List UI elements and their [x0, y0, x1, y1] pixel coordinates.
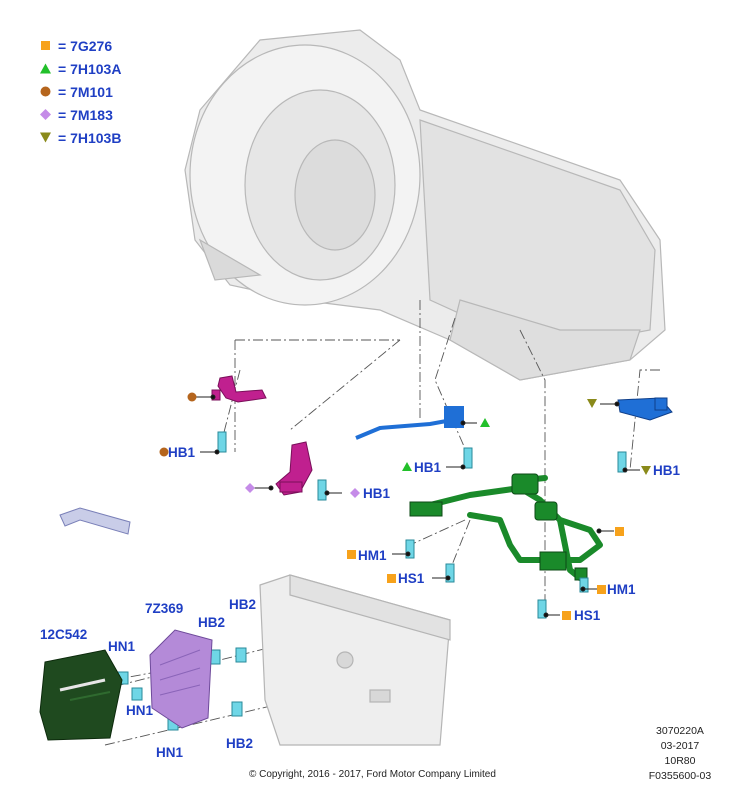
- bolts: [117, 431, 627, 731]
- callout-hs1: HS1: [398, 571, 425, 586]
- legend-label: = 7G276: [58, 37, 113, 54]
- square-marker-7g276: [597, 585, 606, 594]
- figure-number: F0355600-03: [648, 770, 712, 782]
- legend-item: = 7M101: [38, 80, 121, 103]
- vehicle-frame-rail: [259, 574, 451, 746]
- callout-hm1: HM1: [607, 582, 636, 597]
- callout-hn1: HN1: [156, 745, 184, 760]
- copyright-notice: © Copyright, 2016 - 2017, Ford Motor Com…: [249, 769, 496, 780]
- triangle-marker-7h103a: [480, 418, 490, 427]
- green-harness-connectors: [409, 473, 588, 581]
- diamond-marker-7m183: [245, 483, 255, 493]
- figure-date: 03-2017: [660, 740, 700, 752]
- bracket-7z369: [149, 629, 213, 729]
- blue-sensor-center: [355, 406, 464, 440]
- legend-item: = 7H103B: [38, 126, 121, 149]
- callout-hs1: HS1: [574, 608, 601, 623]
- legend-label: = 7M183: [58, 106, 113, 123]
- circle-icon: [40, 86, 51, 96]
- magenta-sensor-center: [275, 441, 313, 496]
- callout-markers: [159, 392, 651, 620]
- legend-label: = 7H103A: [58, 60, 122, 77]
- square-marker-7g276: [562, 611, 571, 620]
- callout-hb1: HB1: [653, 463, 681, 478]
- diamond-marker-7m183: [350, 488, 360, 498]
- triangle-down-icon: [40, 132, 51, 142]
- legend-label: = 7H103B: [58, 129, 122, 146]
- legend-item: = 7H103A: [38, 57, 121, 80]
- legend-item: = 7M183: [38, 103, 121, 126]
- square-marker-7g276: [615, 527, 624, 536]
- diamond-icon: [40, 108, 51, 120]
- callout-hm1: HM1: [358, 548, 387, 563]
- direction-arrow: [59, 507, 131, 535]
- legend-item: = 7G276: [38, 34, 121, 57]
- callout-hb2: HB2: [198, 615, 226, 630]
- transmission-housing: [184, 29, 666, 381]
- callout-hb1: HB1: [414, 460, 442, 475]
- triangle-down-marker-7h103b: [587, 399, 597, 408]
- callout-hn1: HN1: [108, 639, 136, 654]
- callout-12c542: 12C542: [40, 627, 88, 642]
- triangle-marker-7h103a: [402, 462, 412, 471]
- square-icon: [41, 40, 50, 50]
- circle-marker-7m101: [187, 392, 197, 402]
- figure-model: 10R80: [664, 755, 696, 767]
- triangle-up-icon: [40, 63, 51, 73]
- legend-label: = 7M101: [58, 83, 113, 100]
- blue-sensor-right: [617, 397, 673, 421]
- callout-hb2: HB2: [226, 736, 254, 751]
- module-12c542: [39, 649, 123, 741]
- callout-7z369: 7Z369: [145, 601, 184, 616]
- square-marker-7g276: [387, 574, 396, 583]
- callout-leaders: [196, 394, 640, 618]
- square-marker-7g276: [347, 550, 356, 559]
- circle-marker-7m101: [159, 447, 169, 457]
- callout-hn1: HN1: [126, 703, 154, 718]
- callout-hb1: HB1: [363, 486, 391, 501]
- callout-hb2: HB2: [229, 597, 257, 612]
- legend: = 7G276 = 7H103A = 7M101 = 7M183 = 7H103B: [38, 34, 121, 149]
- magenta-sensor-left: [211, 375, 267, 403]
- callout-hb1: HB1: [168, 445, 196, 460]
- triangle-down-marker-7h103b: [641, 466, 651, 475]
- figure-code: 3070220A: [656, 725, 704, 737]
